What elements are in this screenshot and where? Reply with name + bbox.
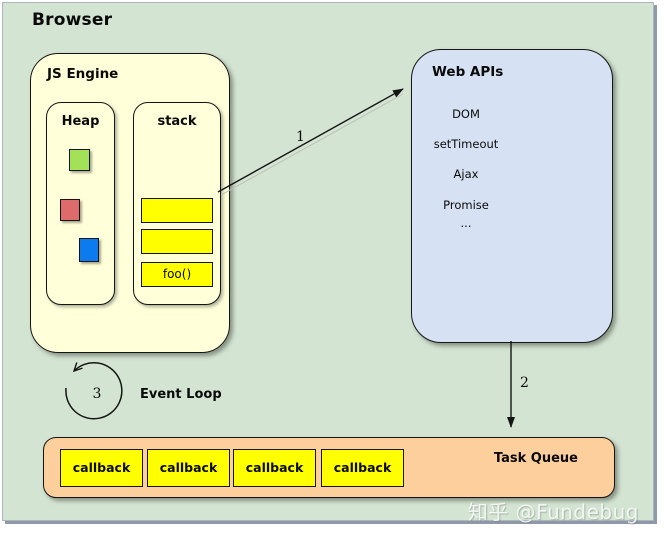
heap-label: Heap xyxy=(61,114,100,129)
heap-box: Heap xyxy=(46,102,115,305)
web-apis-label: Web APIs xyxy=(432,64,504,80)
callback-box: callback xyxy=(321,449,404,487)
web-api-item-settimeout: setTimeout xyxy=(433,137,499,151)
callback-box: callback xyxy=(147,449,230,487)
callback-box: callback xyxy=(60,449,143,487)
web-api-item-ellipsis: ... xyxy=(460,216,472,230)
stack-frame xyxy=(141,229,213,254)
diagram-canvas: Browser JS Engine Heap stack foo() Web A… xyxy=(2,2,654,524)
event-loop-step-number: 3 xyxy=(92,386,102,402)
stack-box: stack foo() xyxy=(133,102,221,305)
task-queue-box: Task Queue callback callback callback ca… xyxy=(43,437,615,498)
js-engine-label: JS Engine xyxy=(47,66,119,82)
watermark: 知乎 @Fundebug xyxy=(467,500,639,524)
web-api-item-dom: DOM xyxy=(452,107,480,121)
event-loop-label: Event Loop xyxy=(140,387,222,402)
task-queue-label: Task Queue xyxy=(493,451,578,466)
stack-frame-foo: foo() xyxy=(141,262,213,287)
js-engine-box: JS Engine Heap stack foo() xyxy=(30,53,230,353)
web-apis-box: Web APIs DOM setTimeout Ajax Promise ... xyxy=(411,49,613,343)
heap-object-blue xyxy=(79,238,99,262)
heap-object-red xyxy=(60,199,80,221)
web-api-item-promise: Promise xyxy=(443,198,489,212)
page-title: Browser xyxy=(32,10,113,30)
callback-box: callback xyxy=(233,449,316,487)
heap-object-green xyxy=(69,149,90,171)
web-api-item-ajax: Ajax xyxy=(453,167,479,181)
stack-label: stack xyxy=(157,114,197,129)
arrow-1-label: 1 xyxy=(296,129,305,145)
arrow-2-label: 2 xyxy=(520,375,529,391)
stack-frame xyxy=(141,198,213,223)
